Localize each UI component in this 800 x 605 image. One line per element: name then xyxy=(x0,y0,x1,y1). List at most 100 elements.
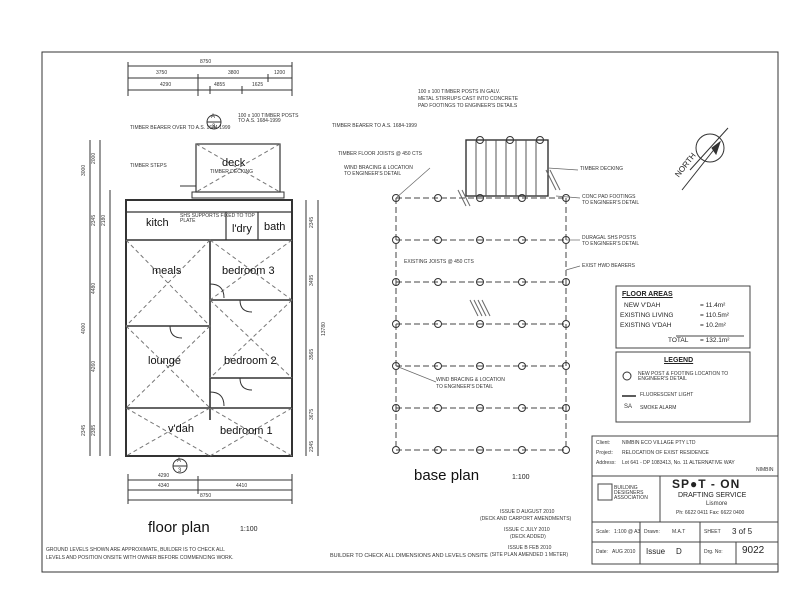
tb-scale: 1:100 @ A3 xyxy=(614,529,641,535)
room-vdah: v'dah xyxy=(168,423,194,435)
base-annot-wind-bracing-2: WIND BRACING & LOCATION xyxy=(436,377,505,383)
rev-1-note: (DECK ADDED) xyxy=(510,534,546,540)
dim-left-1: 2000 xyxy=(91,152,97,164)
legend-box xyxy=(615,351,751,423)
tb-address: Lot 641 - DP 1083413, No. 11 ALTERNATIVE… xyxy=(622,460,735,466)
tb-drawn-label: Drawn: xyxy=(644,529,660,535)
dim-left-0: 3000 xyxy=(81,164,87,176)
tb-issue: D xyxy=(676,547,682,556)
floor-plan-scale: 1:100 xyxy=(240,526,258,533)
base-annot-to-engineer-2: TO ENGINEER'S DETAIL xyxy=(436,384,494,390)
section-marker-letter-bottom: A xyxy=(177,458,182,464)
pier-footing xyxy=(434,320,442,328)
tb-date-label: Date: xyxy=(596,549,608,555)
dim-top-e: 4855 xyxy=(214,82,226,88)
pier-footing xyxy=(562,404,570,412)
tb-sheet: 3 of 5 xyxy=(732,527,753,536)
pier-footing xyxy=(476,446,484,454)
dim-left-8: 2385 xyxy=(91,424,97,436)
pier-footing xyxy=(518,278,526,286)
dim-right-5: 2345 xyxy=(309,440,315,452)
dim-left-2: 2345 xyxy=(91,214,97,226)
footnote-line-2: LEVELS AND POSITION ONSITE WITH OWNER BE… xyxy=(46,555,234,561)
tb-phone: Ph: 6622 0411 Fax: 6622 0400 xyxy=(676,510,745,516)
annotation-posts: 100 x 100 TIMBER POSTS TO A.S. 1684-1999 xyxy=(238,113,299,124)
floor-area-value-1: = 110.5m² xyxy=(700,312,729,319)
pier-footing xyxy=(518,236,526,244)
tb-client: NIMBIN ECO VILLAGE PTY LTD xyxy=(622,440,696,446)
pier-footing xyxy=(434,236,442,244)
pier-footing xyxy=(392,362,400,370)
legend-item-post: NEW POST & FOOTING LOCATION TO ENGINEER'… xyxy=(638,371,729,382)
floor-area-label-3: TOTAL xyxy=(668,337,689,344)
dim-right-1: 3495 xyxy=(309,274,315,286)
tb-project: RELOCATION OF EXIST RESIDENCE xyxy=(622,450,709,456)
footnote-line-1: GROUND LEVELS SHOWN ARE APPROXIMATE, BUI… xyxy=(46,547,225,553)
base-annot-existing-joists: EXISTING JOISTS @ 450 CTS xyxy=(404,259,474,265)
dim-top-f: 1625 xyxy=(252,82,264,88)
dim-top-overall: 8750 xyxy=(200,59,212,65)
floor-area-label-2: EXISTING V'DAH xyxy=(620,322,672,329)
tb-project-label: Project: xyxy=(596,450,613,456)
pier-footing xyxy=(562,320,570,328)
dim-top-a: 3750 xyxy=(156,70,168,76)
room-meals: meals xyxy=(152,265,182,277)
pier-footing xyxy=(434,362,442,370)
room-lounge: lounge xyxy=(148,355,182,367)
floor-area-value-2: = 10.2m² xyxy=(700,322,726,329)
dim-left-6: 4260 xyxy=(91,360,97,372)
dim-bottom-b: 4340 xyxy=(158,483,170,489)
tb-service: DRAFTING SERVICE xyxy=(678,492,747,499)
pier-footing xyxy=(392,404,400,412)
base-annot-conc-pad-2: TO ENGINEER'S DETAIL xyxy=(582,200,640,206)
tb-scale-label: Scale: xyxy=(596,529,610,535)
annotation-timber-steps: TIMBER STEPS xyxy=(130,163,167,169)
tb-address-label: Address: xyxy=(596,460,616,466)
legend-item-light: FLUORESCENT LIGHT xyxy=(640,392,694,398)
floor-plan-title: floor plan xyxy=(148,519,210,536)
section-marker-num-bottom: 3 xyxy=(178,468,182,474)
base-plan-scale: 1:100 xyxy=(512,474,530,481)
pier-footing xyxy=(562,278,570,286)
dim-bottom-a: 4290 xyxy=(158,473,170,479)
base-annot-stirrups: METAL STIRRUPS CAST INTO CONCRETE xyxy=(418,96,519,102)
dim-bottom-overall: 8750 xyxy=(200,493,212,499)
room-bedroom-3: bedroom 3 xyxy=(222,265,275,277)
dim-top-b: 3800 xyxy=(228,70,240,76)
deck-post xyxy=(536,136,544,144)
base-annot-duragal: DURAGAL SHS POSTS xyxy=(582,235,636,241)
room-bath: bath xyxy=(264,221,286,233)
builder-note: BUILDER TO CHECK ALL DIMENSIONS AND LEVE… xyxy=(330,553,488,559)
tb-city: Lismore xyxy=(706,501,728,507)
dim-right-0: 2345 xyxy=(309,216,315,228)
pier-footing xyxy=(518,446,526,454)
room-deck: deck xyxy=(222,157,246,169)
deck-post xyxy=(506,136,514,144)
base-plan-drawing xyxy=(392,136,581,454)
tb-client-label: Client: xyxy=(596,440,611,446)
pier-footing xyxy=(392,320,400,328)
tb-dwg: 9022 xyxy=(742,545,765,556)
section-marker-num: 3 xyxy=(212,124,216,130)
tb-issue-label: Issue xyxy=(646,547,666,556)
pier-footing xyxy=(476,320,484,328)
sheet-border xyxy=(41,51,779,573)
dim-left-3: 2180 xyxy=(101,214,107,226)
tb-drawn: M.A.T xyxy=(672,529,686,535)
pier-footing xyxy=(434,194,442,202)
base-annot-to-engineer: TO ENGINEER'S DETAIL xyxy=(344,171,402,177)
dim-left-4: 4480 xyxy=(91,282,97,294)
dim-top-d: 4290 xyxy=(160,82,172,88)
pier-footing xyxy=(476,404,484,412)
dim-left-5: 4000 xyxy=(81,322,87,334)
floor-area-value-3: = 132.1m² xyxy=(700,337,730,344)
floor-plan-drawing xyxy=(89,62,319,504)
pier-footing xyxy=(392,446,400,454)
pier-footing xyxy=(518,320,526,328)
pier-footing xyxy=(392,194,400,202)
pier-footing xyxy=(476,362,484,370)
base-annot-floor-joists: TIMBER FLOOR JOISTS @ 450 CTS xyxy=(338,151,422,157)
dim-left-7: 2345 xyxy=(81,424,87,436)
